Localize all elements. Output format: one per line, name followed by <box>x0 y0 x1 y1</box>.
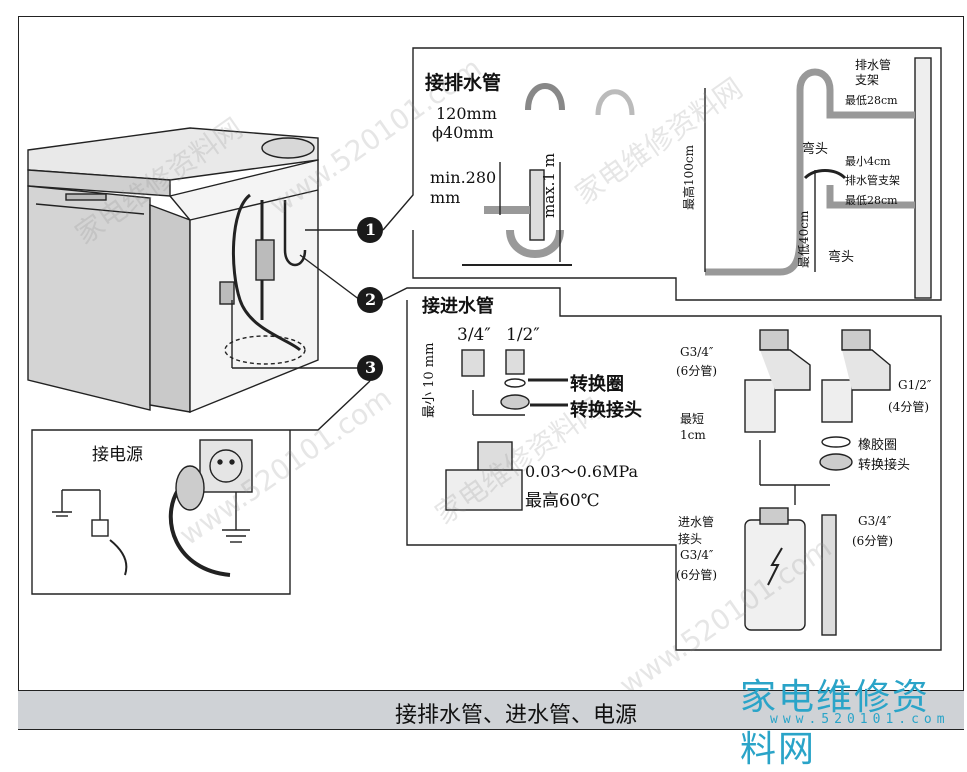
callout-2: 2 <box>365 290 377 309</box>
inlet-title: 接进水管 <box>422 296 494 317</box>
inlet-g34-right: G3/4″ <box>858 514 892 528</box>
power-panel <box>31 380 371 595</box>
figure-caption: 接排水管、进水管、电源 <box>395 703 638 728</box>
callout-3: 3 <box>365 358 377 377</box>
inlet-g34-joint: G3/4″ <box>680 548 714 562</box>
inlet-shortest-val: 1cm <box>680 428 706 442</box>
drain-elbow: 弯头 <box>802 142 829 157</box>
inlet-g12: G1/2″ <box>898 378 932 392</box>
inlet-size-34: 3/4″ <box>457 325 491 345</box>
kitchen-cabinet-drawing <box>27 127 361 414</box>
drain-title: 接排水管 <box>425 72 502 94</box>
inlet-adapter-detail: 转换接头 <box>858 458 911 473</box>
inlet-hose-joint: 进水管 <box>678 515 715 529</box>
inlet-pressure: 0.03～0.6MPa <box>525 462 639 481</box>
inlet-g34-left-sub: (6分管) <box>676 364 717 378</box>
drain-bracket-2: 排水管支架 <box>845 174 900 187</box>
inlet-adapter: 转换接头 <box>570 400 642 421</box>
callout-1: 1 <box>365 220 377 239</box>
callout-markers <box>357 217 383 381</box>
drain-bracket-label-2: 支架 <box>855 73 880 87</box>
caption-bar <box>18 690 964 730</box>
drain-dim-max1m: max.1 m <box>540 153 558 218</box>
drain-min28-top: 最低28cm <box>845 94 898 107</box>
drain-bracket-label: 排水管 <box>855 58 892 72</box>
inlet-g34-left: G3/4″ <box>680 345 714 359</box>
drain-elbow-2: 弯头 <box>828 250 855 265</box>
inlet-size-12: 1/2″ <box>506 325 540 345</box>
inlet-min10: 最小 10 mm <box>422 342 437 418</box>
power-title: 接电源 <box>92 445 143 465</box>
inlet-panel <box>382 287 942 651</box>
drain-min4: 最小4cm <box>845 155 891 168</box>
inlet-g12-sub: (4分管) <box>888 400 929 414</box>
inlet-g34-right-sub: (6分管) <box>852 534 893 548</box>
inlet-ring: 转换圈 <box>570 374 624 395</box>
drain-min28-bottom: 最低28cm <box>845 194 898 207</box>
installation-illustration <box>27 47 942 651</box>
inlet-hose-joint-2: 接头 <box>678 532 703 546</box>
inlet-g34-joint-sub: (6分管) <box>676 568 717 582</box>
inlet-gasket: 橡胶圈 <box>858 438 898 453</box>
inlet-shortest: 最短 <box>680 412 705 426</box>
drain-dim-120: 120mm <box>436 104 497 123</box>
drain-panel <box>382 47 942 301</box>
drain-dim-min280: min.280 <box>430 168 497 187</box>
drain-dim-unit: mm <box>430 188 461 207</box>
drain-max100: 最高100cm <box>682 144 696 210</box>
site-logo-url: www.520101.com <box>770 712 950 727</box>
inlet-temp: 最高60℃ <box>525 491 600 511</box>
drain-dim-diameter: ϕ40mm <box>432 123 494 142</box>
drain-min40: 最低40cm <box>797 210 811 268</box>
